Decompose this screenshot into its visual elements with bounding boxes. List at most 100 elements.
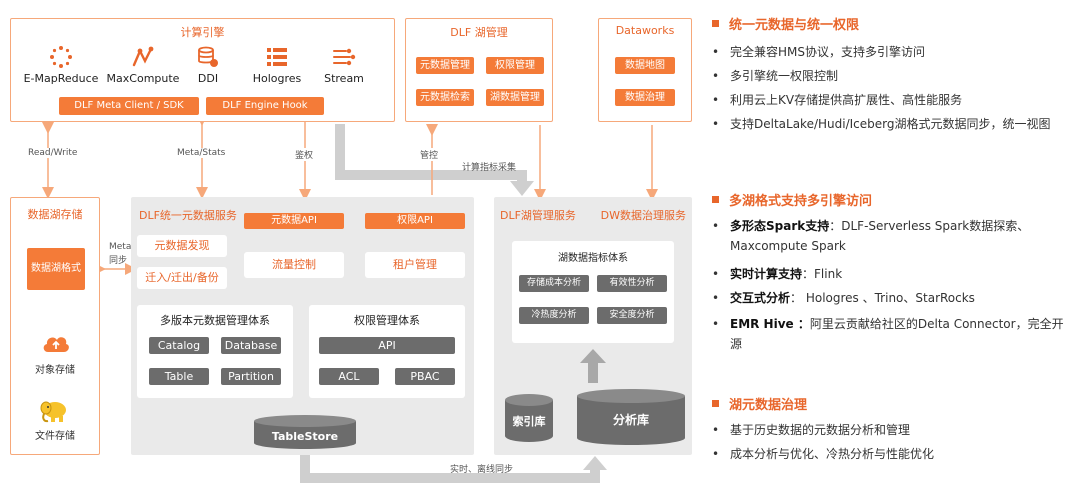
tablestore-db[interactable]: TableStore [253, 414, 357, 450]
index-db-cylinder-icon [505, 394, 553, 442]
metrics-system-title: 湖数据指标体系 [558, 253, 628, 264]
feature-heading-1: 统一元数据与统一权限 [712, 14, 859, 33]
migrate-label: 迁入/迁出/备份 [145, 271, 219, 284]
engine-emr[interactable]: E-MapReduce [21, 45, 101, 85]
catalog-button[interactable]: Catalog [149, 337, 209, 354]
perm-manage-button[interactable]: 权限管理 [486, 57, 544, 74]
bullet-dot-icon: • [712, 423, 720, 437]
feature-heading-2: 多湖格式支持多引擎访问 [712, 190, 872, 209]
hot-cold-metric[interactable]: 冷热度分析 [519, 307, 589, 324]
bullet-dot-icon: • [712, 69, 720, 83]
metric-collect-label: 计算指标采集 [462, 163, 517, 173]
engine-hologres-label: Hologres [252, 72, 302, 85]
governance-title-left: DLF湖管理服务 [500, 209, 576, 222]
engine-stream-label: Stream [324, 72, 364, 85]
auth-api-button[interactable]: 权限API [365, 213, 465, 229]
feature-1-bullet-4: •支持DeltaLake/Hudi/Iceberg湖格式元数据同步，统一视图 [712, 114, 1072, 134]
metrics-system-box: 湖数据指标体系 存储成本分析 有效性分析 冷热度分析 安全度分析 [512, 241, 674, 343]
perm-system-title: 权限管理体系 [354, 314, 420, 327]
auth-label: 鉴权 [295, 148, 314, 161]
migrate-box[interactable]: 迁入/迁出/备份 [137, 267, 227, 289]
bullet-dot-icon: • [712, 117, 720, 131]
file-storage-label: 文件存储 [35, 431, 75, 442]
feature-3-bullet-1: •基于历史数据的元数据分析和管理 [712, 420, 1072, 440]
bullet-dot-icon: • [712, 317, 720, 331]
tenant-label: 租户管理 [393, 258, 437, 271]
feature-2-bullet-1: •多形态Spark支持：DLF-Serverless Spark数据探索、Max… [712, 216, 1072, 256]
lake-mgmt-title: DLF 湖管理 [450, 26, 508, 39]
storage-cost-metric[interactable]: 存储成本分析 [519, 275, 589, 292]
security-metric[interactable]: 安全度分析 [597, 307, 667, 324]
read-write-label: Read/Write [28, 148, 78, 158]
engine-maxcompute[interactable]: MaxCompute [103, 45, 183, 85]
unified-meta-panel: DLF统一元数据服务 元数据API 权限API 元数据发现 迁入/迁出/备份 流… [131, 197, 474, 455]
database-button[interactable]: Database [221, 337, 281, 354]
index-db-label: 索引库 [512, 415, 546, 428]
feature-1-bullet-3: •利用云上KV存储提供高扩展性、高性能服务 [712, 90, 1072, 110]
flow-control-box[interactable]: 流量控制 [244, 252, 344, 278]
meta-sync-label-1: Meta [109, 242, 132, 252]
meta-search-button[interactable]: 元数据检索 [416, 89, 474, 106]
data-governance-button[interactable]: 数据治理 [615, 89, 675, 106]
meta-api-button[interactable]: 元数据API [244, 213, 344, 229]
engine-ddi-label: DDI [197, 72, 219, 85]
feature-heading-2-text: 多湖格式支持多引擎访问 [729, 194, 873, 209]
governance-panel: DLF湖管理服务 DW数据治理服务 湖数据指标体系 存储成本分析 有效性分析 冷… [494, 197, 692, 455]
feature-heading-3-text: 湖元数据治理 [729, 398, 808, 413]
engine-hologres[interactable]: Hologres [237, 45, 317, 85]
compute-panel: 计算引擎 E-MapReduce MaxCompute [10, 18, 395, 122]
pbac-button[interactable]: PBAC [395, 368, 455, 385]
engine-ddi[interactable]: DDI [168, 45, 248, 85]
ddi-icon [198, 46, 218, 67]
stream-icon [333, 48, 356, 66]
hologres-icon [267, 48, 287, 66]
analysis-db-label: 分析库 [612, 413, 649, 427]
tablestore-label: TableStore [271, 430, 339, 443]
emr-icon [50, 46, 72, 68]
feature-2-bullet-2: •实时计算支持：Flink [712, 264, 1072, 284]
maxcompute-icon [132, 46, 154, 67]
governance-title-right: DW数据治理服务 [600, 209, 686, 222]
lake-mgmt-panel: DLF 湖管理 元数据管理 权限管理 元数据检索 湖数据管理 [405, 18, 553, 122]
meta-manage-button[interactable]: 元数据管理 [416, 57, 474, 74]
bullet-square-icon [712, 400, 719, 407]
meta-discover-label: 元数据发现 [154, 239, 210, 252]
feature-1-bullet-2: •多引擎统一权限控制 [712, 66, 1072, 86]
lake-storage-panel: 数据湖存储 数据湖格式 对象存储 文件存储 [10, 197, 100, 455]
table-button[interactable]: Table [149, 368, 209, 385]
meta-discover-box[interactable]: 元数据发现 [137, 235, 227, 257]
multi-version-box: 多版本元数据管理体系 Catalog Database Table Partit… [137, 305, 293, 398]
data-map-button[interactable]: 数据地图 [615, 57, 675, 74]
tenant-box[interactable]: 租户管理 [365, 252, 465, 278]
up-arrow-icon [580, 349, 606, 383]
bullet-dot-icon: • [712, 447, 720, 461]
perm-api-button[interactable]: API [319, 337, 455, 354]
hadoop-elephant-icon [40, 401, 66, 423]
client-sdk-bar[interactable]: DLF Meta Client / SDK [59, 97, 199, 115]
bullet-square-icon [712, 196, 719, 203]
analysis-db[interactable]: 分析库 [576, 388, 686, 446]
lake-storage-title: 数据湖存储 [27, 208, 83, 221]
partition-button[interactable]: Partition [221, 368, 281, 385]
bullet-dot-icon: • [712, 267, 720, 281]
engine-maxcompute-label: MaxCompute [106, 72, 180, 85]
engine-hook-bar[interactable]: DLF Engine Hook [206, 97, 324, 115]
engine-emr-label: E-MapReduce [23, 72, 99, 85]
perm-system-box: 权限管理体系 API ACL PBAC [309, 305, 465, 398]
feature-heading-3: 湖元数据治理 [712, 394, 807, 413]
acl-button[interactable]: ACL [319, 368, 379, 385]
validity-metric[interactable]: 有效性分析 [597, 275, 667, 292]
bullet-dot-icon: • [712, 45, 720, 59]
feature-2-bullet-4: •EMR Hive ：阿里云贡献给社区的Delta Connector，完全开源 [712, 314, 1072, 354]
lake-format-button[interactable]: 数据湖格式 [27, 248, 85, 290]
feature-3-bullet-2: •成本分析与优化、冷热分析与性能优化 [712, 444, 1072, 464]
engine-stream[interactable]: Stream [304, 45, 384, 85]
control-label: 管控 [420, 148, 439, 161]
lake-data-manage-button[interactable]: 湖数据管理 [486, 89, 544, 106]
compute-title: 计算引擎 [180, 26, 225, 39]
dataworks-panel: Dataworks 数据地图 数据治理 [598, 18, 692, 122]
analysis-db-cylinder-icon [577, 389, 685, 445]
meta-sync-label-2: 同步 [109, 256, 128, 266]
feature-1-bullet-1: •完全兼容HMS协议，支持多引擎访问 [712, 42, 1072, 62]
index-db[interactable]: 索引库 [504, 393, 554, 443]
